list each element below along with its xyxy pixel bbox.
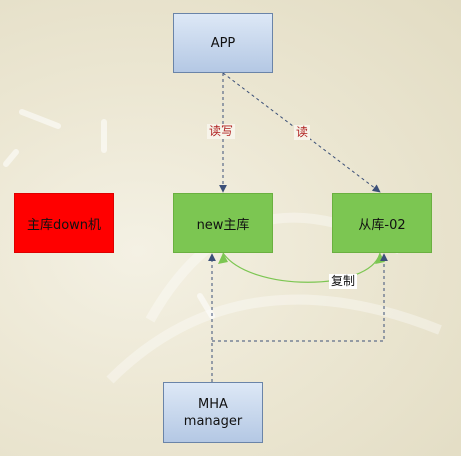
down-master-node: 主库down机	[14, 193, 114, 253]
mha-manager-node: MHA manager	[163, 382, 263, 443]
edge-label-read-write: 读写	[207, 124, 236, 139]
edge-label-replication: 复制	[329, 274, 358, 289]
background-decoration	[3, 109, 215, 319]
app-node: APP	[173, 13, 273, 73]
new-master-node-label: new主库	[196, 217, 250, 233]
mha-manager-label-line2: manager	[183, 413, 243, 429]
slave-node: 从库-02	[332, 193, 432, 253]
mha-manager-label-line1: MHA	[198, 396, 228, 412]
new-master-node: new主库	[173, 193, 273, 253]
edge-replication	[222, 252, 381, 283]
slave-node-label: 从库-02	[358, 217, 406, 233]
replication-arrow-left	[218, 253, 228, 264]
app-node-label: APP	[210, 35, 236, 51]
down-master-node-label: 主库down机	[26, 217, 102, 233]
edge-label-read: 读	[294, 125, 311, 140]
edge-mha-to-slave	[212, 253, 388, 342]
